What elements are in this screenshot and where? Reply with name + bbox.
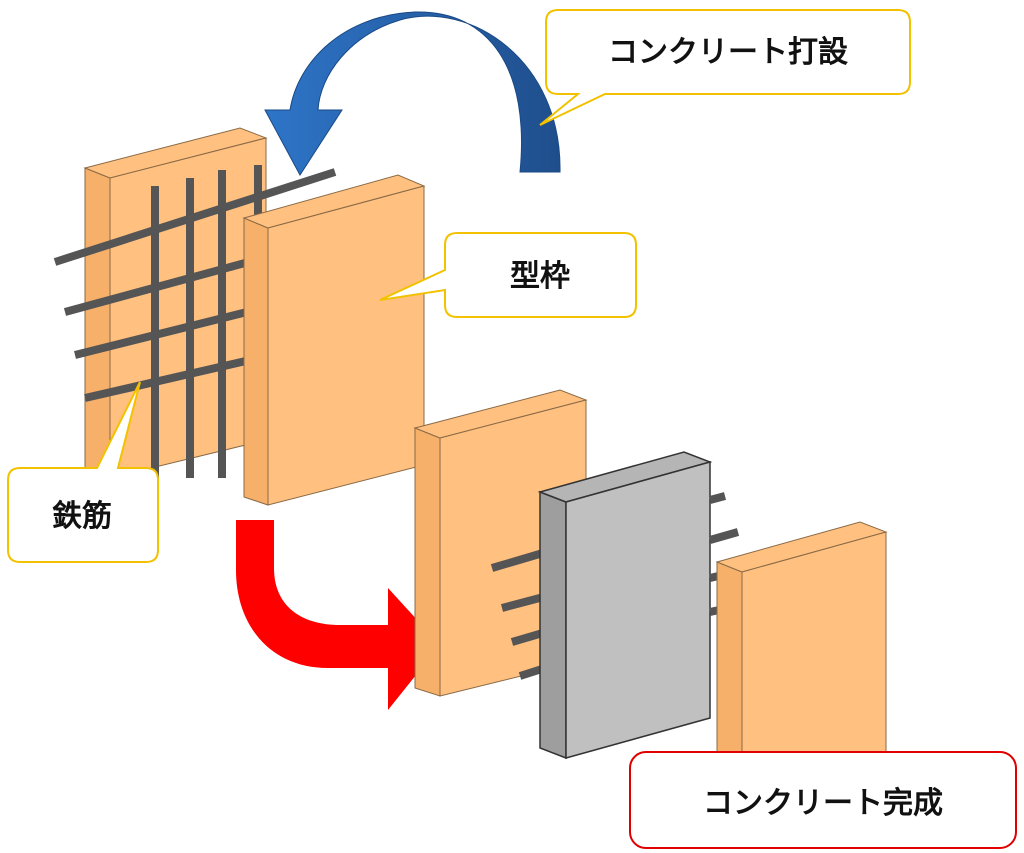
result-formwork-front-panel bbox=[715, 521, 888, 801]
label-concrete-pour: コンクリート打設 bbox=[608, 35, 848, 70]
formwork-front-panel bbox=[242, 174, 426, 506]
callout-formwork: 型枠 bbox=[379, 232, 637, 318]
label-rebar: 鉄筋 bbox=[52, 499, 112, 534]
pour-arrow-icon bbox=[264, 11, 561, 176]
callout-concrete-complete: コンクリート完成 bbox=[629, 751, 1017, 849]
label-concrete-complete: コンクリート完成 bbox=[703, 786, 943, 821]
callout-rebar: 鉄筋 bbox=[7, 381, 159, 563]
complete-arrow-icon bbox=[236, 520, 440, 710]
concrete-slab bbox=[537, 451, 713, 760]
callout-concrete-pour: コンクリート打設 bbox=[539, 9, 911, 126]
label-formwork: 型枠 bbox=[510, 259, 570, 294]
